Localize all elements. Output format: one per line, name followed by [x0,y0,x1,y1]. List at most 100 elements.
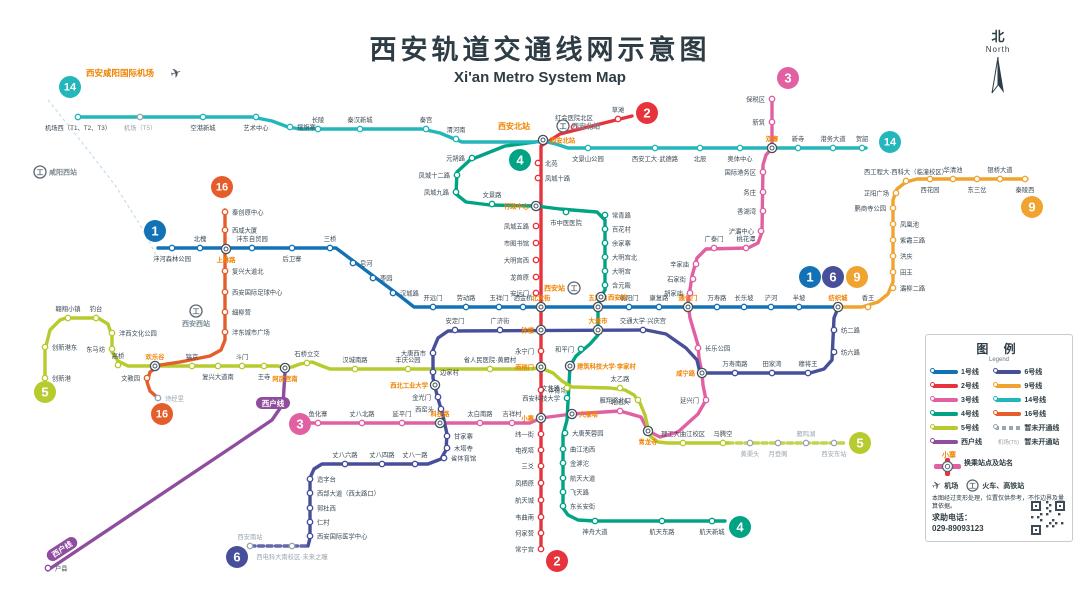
station-label: 石家街 [667,275,687,284]
station-marker [713,303,721,311]
station-label: 西安国际足球中心 [232,288,283,297]
station-label: 纺六路 [841,348,861,357]
station-label: 含元殿 [612,281,632,290]
station-label: 元朔路 [446,154,466,163]
legend-item-label: 暂未开通站 [1024,438,1060,446]
svg-text:6: 6 [233,550,240,565]
interchange-station-marker-inner [595,327,601,333]
station-marker [306,532,314,540]
line-5-badge: 5 [849,432,871,454]
station-label: 大差市 [589,316,609,325]
station-marker [591,517,599,525]
line-14-path [76,115,868,150]
station-marker [238,362,246,370]
station-label: 华清池 [944,165,964,174]
station-marker [306,489,314,497]
station-label: 西安工大·武德路 [632,154,679,163]
station-marker [864,303,872,311]
station-label: 劳动路 [457,293,477,302]
station-label: 郭杜西 [317,504,336,513]
station-marker [616,384,624,392]
station-marker [314,125,322,133]
station-label: 秦汉新城 [347,115,373,124]
station-label: 芷阳广场 [864,189,889,198]
station-marker [532,273,540,281]
station-label: 田王 [900,269,913,277]
interchange-station-marker-inner [540,137,546,143]
svg-text:9: 9 [1028,200,1035,215]
station-label: 沣西文化公园 [119,329,157,338]
railway-station-icon [33,165,47,179]
railway-station-label: 西安站 [544,284,565,293]
station-label: 钟楼 [521,326,534,335]
station-marker [532,256,540,264]
line-2-badge: 2 [636,102,658,124]
station-label: 甘家寨 [454,432,474,441]
station-marker [616,407,624,415]
station-label: 广泰门 [705,234,724,243]
station-marker [314,419,322,427]
station-label: 飞天路 [570,488,590,497]
station-label: 洒金桥 [514,293,534,302]
legend-item: 9号线 [993,380,1066,391]
legend-item-label: 5号线 [961,424,979,432]
station-marker [830,326,838,334]
station-marker [679,439,687,447]
station-marker [221,288,229,296]
station-label: 翱翔小镇 [55,304,81,313]
station-marker [757,227,765,235]
station-marker [794,144,802,152]
station-marker [41,374,49,382]
station-label: 诗经里 [165,394,184,403]
interchange-station-marker-inner [598,294,604,300]
station-label: 北池头 [611,397,630,406]
station-marker [858,144,866,152]
station-marker [221,267,229,275]
station-label: 文教园 [121,374,140,383]
station-marker [452,188,460,196]
station-label: 皂河 [360,259,373,268]
station-marker [108,345,116,353]
station-label: 奥体中心 [727,154,753,163]
station-marker [534,174,542,182]
station-label: 西北工业大学 [390,381,428,390]
station-label: 西咸大厦 [232,226,258,235]
station-label: 吉祥村 [503,409,523,418]
railway-station-label: 西安西站 [182,319,210,328]
legend-item-label: 西户线 [961,438,982,446]
station-marker [188,362,196,370]
compass: 北 North [972,26,1024,102]
line-3-path [300,97,774,439]
legend-item: 2号线 [930,380,993,391]
station-marker [889,268,897,276]
station-marker [260,362,268,370]
station-marker [949,175,957,183]
station-label: 东马坊 [86,345,106,354]
station-marker [759,168,767,176]
station-marker [767,303,775,311]
legend-item-label: 2号线 [961,382,979,390]
station-marker [136,113,144,121]
station-label: 双寨 [766,134,779,143]
station-label: 航天大道 [570,474,596,483]
station-marker [168,244,176,252]
station-marker [601,281,609,289]
station-marker [451,326,459,334]
interchange-station-marker-inner [282,365,288,371]
station-label: 浐河 [765,293,778,302]
station-marker [795,303,803,311]
station-label: 航天城 [515,496,535,505]
station-marker [651,144,659,152]
svg-text:1: 1 [151,224,158,239]
station-marker [830,439,838,447]
station-marker [889,252,897,260]
station-label: 纺二路 [841,326,861,335]
railway-station-label: 西安北站 [572,122,600,131]
station-label: 广济街 [491,316,511,325]
station-marker [369,274,377,282]
legend-item: 3号线 [930,394,993,405]
station-marker [537,430,545,438]
station-marker [889,220,897,228]
station-marker [731,369,739,377]
